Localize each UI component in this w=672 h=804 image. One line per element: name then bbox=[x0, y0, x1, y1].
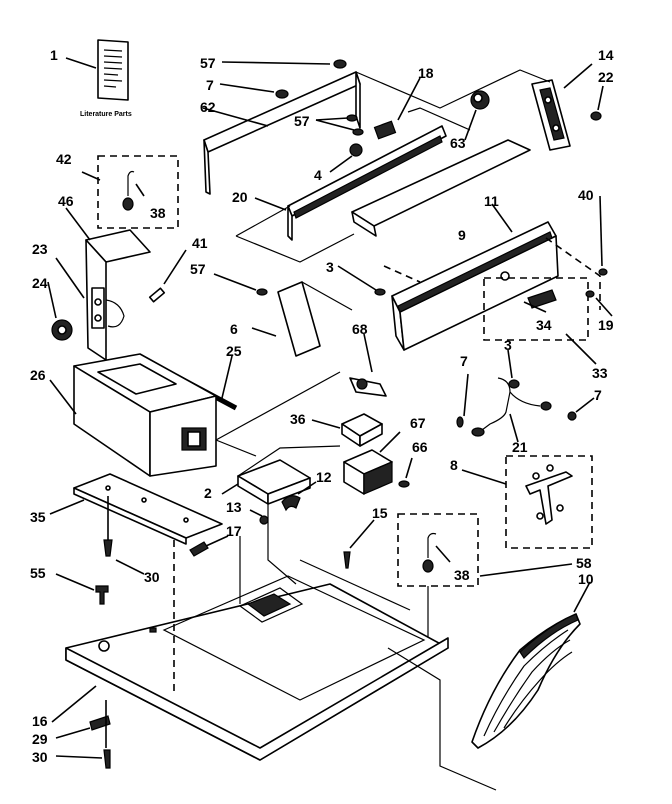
part-22-screw bbox=[590, 85, 604, 121]
label-21: 21 bbox=[512, 439, 528, 455]
part-3-screws bbox=[337, 265, 520, 389]
label-42: 42 bbox=[56, 151, 72, 167]
label-26: 26 bbox=[30, 367, 46, 383]
label-58: 58 bbox=[576, 555, 592, 571]
label-12: 12 bbox=[316, 469, 332, 485]
label-57-top: 57 bbox=[200, 55, 216, 71]
callout-labels: 1 57 7 62 18 14 22 57 63 4 42 38 46 20 9… bbox=[30, 47, 614, 765]
literature-caption: Literature Parts bbox=[80, 111, 132, 118]
label-23: 23 bbox=[32, 241, 48, 257]
label-7-top: 7 bbox=[206, 77, 214, 93]
part-62-rear-panel bbox=[202, 71, 361, 195]
label-13: 13 bbox=[226, 499, 242, 515]
part-10-lint-screen bbox=[471, 581, 591, 749]
label-16: 16 bbox=[32, 713, 48, 729]
part-57-screws-middle bbox=[315, 114, 364, 173]
label-55: 55 bbox=[30, 565, 46, 581]
label-7-middle: 7 bbox=[460, 353, 468, 369]
label-36: 36 bbox=[290, 411, 306, 427]
part-38-dashed-group bbox=[397, 513, 573, 644]
part-30-screw-lower bbox=[55, 700, 111, 769]
label-25: 25 bbox=[226, 343, 242, 359]
label-9: 9 bbox=[458, 227, 466, 243]
part-15-pin bbox=[343, 519, 375, 569]
label-24: 24 bbox=[32, 275, 48, 291]
part-66-screw bbox=[398, 457, 413, 488]
part-13-screw bbox=[249, 509, 269, 525]
assembly-guide-lines-top bbox=[235, 69, 601, 310]
part-63-knob bbox=[464, 90, 490, 141]
part-1-literature-card: Literature Parts bbox=[65, 39, 132, 118]
label-63: 63 bbox=[450, 135, 466, 151]
part-30-screw-upper bbox=[103, 496, 145, 575]
label-18: 18 bbox=[418, 65, 434, 81]
label-2: 2 bbox=[204, 485, 212, 501]
label-19: 19 bbox=[598, 317, 614, 333]
part-20-console-back bbox=[254, 125, 447, 241]
label-68: 68 bbox=[352, 321, 368, 337]
label-41: 41 bbox=[192, 235, 208, 251]
label-46: 46 bbox=[58, 193, 74, 209]
part-29-clip bbox=[55, 715, 111, 739]
label-6: 6 bbox=[230, 321, 238, 337]
label-38-top: 38 bbox=[150, 205, 166, 221]
part-35-plate bbox=[49, 473, 223, 545]
part-2-plate bbox=[221, 445, 341, 505]
part-46-bracket bbox=[55, 207, 151, 361]
part-17-clip bbox=[189, 535, 229, 557]
part-14-end-bracket bbox=[531, 63, 593, 151]
label-1: 1 bbox=[50, 47, 58, 63]
label-30-upper: 30 bbox=[144, 569, 160, 585]
part-41-clip bbox=[148, 249, 187, 303]
label-8: 8 bbox=[450, 457, 458, 473]
label-3-upper: 3 bbox=[326, 259, 334, 275]
part-8-dashed-group bbox=[461, 455, 593, 549]
part-68-component bbox=[349, 333, 387, 397]
label-4: 4 bbox=[314, 167, 322, 183]
label-17: 17 bbox=[226, 523, 242, 539]
label-67: 67 bbox=[410, 415, 426, 431]
label-33: 33 bbox=[592, 365, 608, 381]
part-34-bracket bbox=[483, 195, 613, 365]
label-30-lower: 30 bbox=[32, 749, 48, 765]
part-21-harness bbox=[456, 373, 595, 443]
label-34: 34 bbox=[536, 317, 552, 333]
part-42-dashed-group bbox=[81, 155, 179, 229]
label-35: 35 bbox=[30, 509, 46, 525]
part-11-console bbox=[391, 203, 559, 351]
label-40: 40 bbox=[578, 187, 594, 203]
part-67-box bbox=[343, 431, 401, 495]
label-38-right: 38 bbox=[454, 567, 470, 583]
label-20: 20 bbox=[232, 189, 248, 205]
part-9-control-panel bbox=[351, 139, 531, 237]
part-6-bracket-panel bbox=[213, 273, 353, 357]
label-10: 10 bbox=[578, 571, 594, 587]
label-66: 66 bbox=[412, 439, 428, 455]
part-57-screws-top bbox=[219, 59, 347, 99]
part-55-screw bbox=[55, 573, 109, 605]
part-16-top-cover bbox=[51, 504, 497, 791]
label-29: 29 bbox=[32, 731, 48, 747]
label-57-lower: 57 bbox=[190, 261, 206, 277]
label-14: 14 bbox=[598, 47, 614, 63]
label-22: 22 bbox=[598, 69, 614, 85]
label-3-lower: 3 bbox=[504, 337, 512, 353]
label-15: 15 bbox=[372, 505, 388, 521]
part-24-motor-pulley bbox=[47, 281, 73, 341]
part-18-switch bbox=[373, 77, 421, 140]
part-26-housing bbox=[49, 353, 341, 477]
label-57-middle: 57 bbox=[294, 113, 310, 129]
label-7-right: 7 bbox=[594, 387, 602, 403]
label-11: 11 bbox=[484, 193, 499, 209]
label-62: 62 bbox=[200, 99, 216, 115]
part-36-block bbox=[311, 413, 383, 447]
part-12-clip bbox=[281, 481, 317, 512]
